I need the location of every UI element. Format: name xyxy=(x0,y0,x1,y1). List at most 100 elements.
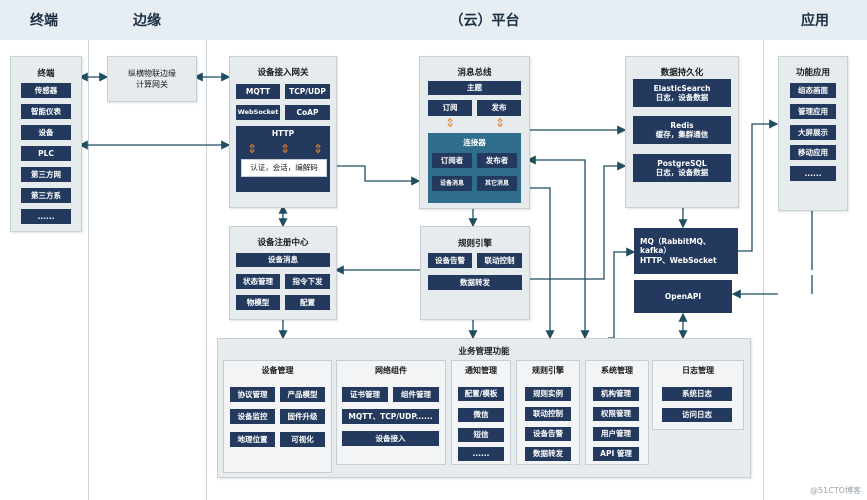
terminal-item: 传感器 xyxy=(21,83,71,98)
app-item: 管理应用 xyxy=(790,104,836,119)
persist-redis: Redis 缓存，集群通信 xyxy=(633,116,731,144)
rules-forward: 数据转发 xyxy=(428,275,522,290)
system-item: 权限管理 xyxy=(593,407,639,421)
terminal-item: 第三方系 xyxy=(21,188,71,203)
app-item: 大屏展示 xyxy=(790,125,836,140)
bus-connector-label: 连接器 xyxy=(463,138,486,147)
terminal-item: 第三方网 xyxy=(21,167,71,182)
gateway-mqtt: MQTT xyxy=(236,84,280,99)
persist-es: ElasticSearch 日志，设备数据 xyxy=(633,79,731,107)
device-mgmt-item: 设备监控 xyxy=(230,409,275,424)
bus-title: 消息总线 xyxy=(457,68,492,78)
lane-platform xyxy=(206,40,764,500)
device-mgmt-title: 设备管理 xyxy=(261,366,294,375)
device-mgmt-section: 设备管理 协议管理 产品模型 设备监控 固件升级 地理位置 可视化 xyxy=(223,360,332,473)
device-mgmt-item: 协议管理 xyxy=(230,387,275,402)
rules-mgmt-title: 规则引擎 xyxy=(532,366,564,375)
network-section: 网络组件 证书管理 组件管理 MQTT、TCP/UDP...... 设备接入 xyxy=(336,360,446,465)
rules-mgmt-section: 规则引擎 规则实例 联动控制 设备告警 数据转发 xyxy=(516,360,580,465)
mq-box: MQ（RabbitMQ、 kafka） HTTP、WebSocket xyxy=(634,228,738,274)
bus-connector: 连接器 xyxy=(428,133,521,203)
lane-edge xyxy=(88,40,207,500)
header-edge: 边缘 xyxy=(88,0,207,40)
gateway-coap: CoAP xyxy=(285,105,330,120)
system-item: 用户管理 xyxy=(593,427,639,441)
bus-publish: 发布 xyxy=(477,100,521,116)
terminal-item: 设备 xyxy=(21,125,71,140)
notify-section: 通知管理 配置/模板 微信 短信 ...... xyxy=(451,360,511,465)
log-item: 访问日志 xyxy=(662,408,732,422)
network-cert: 证书管理 xyxy=(342,387,388,402)
updown-arrow-icon: ⇕ xyxy=(495,116,506,130)
app-item: 组态画面 xyxy=(790,83,836,98)
log-title: 日志管理 xyxy=(682,366,714,375)
log-item: 系统日志 xyxy=(662,387,732,401)
device-mgmt-item: 可视化 xyxy=(280,432,325,447)
business-title: 业务管理功能 xyxy=(458,347,510,357)
watermark: @51CTO博客 xyxy=(810,486,861,495)
system-item: API 管理 xyxy=(593,447,639,461)
rules-mgmt-item: 数据转发 xyxy=(525,447,571,461)
notify-item: 微信 xyxy=(458,408,504,422)
bus-device-msg: 设备消息 xyxy=(432,176,472,191)
device-mgmt-item: 地理位置 xyxy=(230,432,275,447)
rules-mgmt-item: 设备告警 xyxy=(525,427,571,441)
registry-config: 配置 xyxy=(285,295,330,310)
bus-other-msg: 其它消息 xyxy=(477,176,517,191)
updown-arrow-icon: ⇕ xyxy=(247,142,258,156)
updown-arrow-icon: ⇕ xyxy=(280,142,291,156)
persist-pg: PostgreSQL 日志，设备数据 xyxy=(633,154,731,182)
device-mgmt-item: 固件升级 xyxy=(280,409,325,424)
openapi-box: OpenAPI xyxy=(634,280,732,313)
notify-item: 配置/模板 xyxy=(458,387,504,401)
notify-title: 通知管理 xyxy=(465,366,497,375)
terminal-item: ...... xyxy=(21,209,71,224)
rules-panel: 规则引擎 设备告警 联动控制 数据转发 xyxy=(420,226,530,320)
system-item: 机构管理 xyxy=(593,387,639,401)
gateway-panel: 设备接入网关 MQTT TCP/UDP WebSocket CoAP HTTP … xyxy=(229,56,337,208)
header-application: 应用 xyxy=(763,0,867,40)
bus-subscribe: 订阅 xyxy=(428,100,472,116)
updown-arrow-icon: ⇕ xyxy=(445,116,456,130)
gateway-http-label: HTTP xyxy=(271,129,295,138)
bus-panel: 消息总线 主题 订阅 发布 连接器 ⇕ ⇕ 订阅者 发布者 设备消息 其它消息 xyxy=(419,56,530,209)
system-section: 系统管理 机构管理 权限管理 用户管理 API 管理 xyxy=(585,360,649,465)
business-panel: 业务管理功能 设备管理 协议管理 产品模型 设备监控 固件升级 地理位置 可视化… xyxy=(217,338,751,478)
header-terminal: 终端 xyxy=(0,0,89,40)
updown-arrow-icon: ⇕ xyxy=(313,142,324,156)
network-component: 组件管理 xyxy=(393,387,439,402)
header-platform: （云）平台 xyxy=(206,0,764,40)
registry-panel: 设备注册中心 设备消息 状态管理 指令下发 物模型 配置 xyxy=(229,226,337,320)
terminal-panel: 终端 传感器 智能仪表 设备 PLC 第三方网 第三方系 ...... xyxy=(10,56,82,232)
network-access: 设备接入 xyxy=(342,431,439,446)
persist-title: 数据持久化 xyxy=(660,68,704,78)
bus-publisher: 发布者 xyxy=(477,153,517,168)
rules-linkage: 联动控制 xyxy=(477,253,522,268)
gateway-title: 设备接入网关 xyxy=(257,68,309,78)
rules-title: 规则引擎 xyxy=(457,239,492,249)
gateway-auth: 认证，会话，编解码 xyxy=(241,159,327,177)
log-section: 日志管理 系统日志 访问日志 xyxy=(652,360,744,430)
registry-title: 设备注册中心 xyxy=(257,238,309,248)
device-mgmt-item: 产品模型 xyxy=(280,387,325,402)
registry-status: 状态管理 xyxy=(236,274,280,289)
rules-alarm: 设备告警 xyxy=(428,253,472,268)
rules-mgmt-item: 联动控制 xyxy=(525,407,571,421)
system-title: 系统管理 xyxy=(601,366,633,375)
terminal-item: 智能仪表 xyxy=(21,104,71,119)
apps-panel: 功能应用 组态画面 管理应用 大屏展示 移动应用 ...... xyxy=(778,56,848,211)
persist-panel: 数据持久化 ElasticSearch 日志，设备数据 Redis 缓存，集群通… xyxy=(625,56,739,208)
network-title: 网络组件 xyxy=(375,366,407,375)
rules-mgmt-item: 规则实例 xyxy=(525,387,571,401)
app-item: 移动应用 xyxy=(790,145,836,160)
gateway-websocket: WebSocket xyxy=(236,105,280,120)
notify-item: 短信 xyxy=(458,428,504,442)
registry-device-msg: 设备消息 xyxy=(236,253,330,267)
edge-gateway-box: 纵横物联边缘 计算网关 xyxy=(128,68,176,89)
bus-subscriber: 订阅者 xyxy=(432,153,472,168)
gateway-tcpudp: TCP/UDP xyxy=(285,84,330,99)
terminal-item: PLC xyxy=(21,146,71,161)
app-item: ...... xyxy=(790,166,836,181)
lane-terminal xyxy=(0,40,89,500)
notify-item: ...... xyxy=(458,447,504,461)
